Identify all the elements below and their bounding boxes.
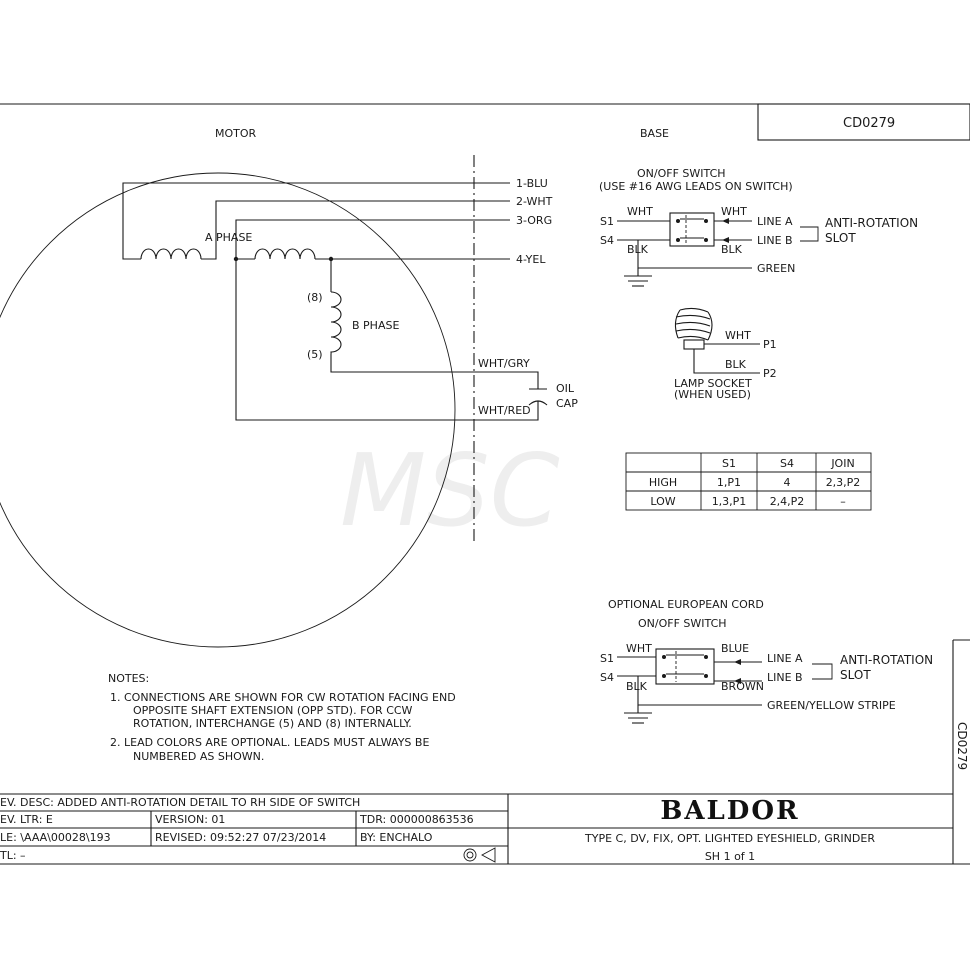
version: VERSION: 01 [155, 813, 225, 826]
watermark: MSC [340, 432, 560, 549]
table-cell: 1,3,P1 [712, 495, 747, 508]
notes-heading: NOTES: [108, 672, 149, 685]
switch-euro-brown: BROWN [721, 680, 764, 693]
lamp-p2: P2 [763, 367, 777, 380]
table-cell: – [840, 495, 846, 508]
title-field: TL: – [0, 849, 26, 862]
motor-heading: MOTOR [215, 127, 257, 140]
motor-outline [0, 172, 456, 648]
switch-euro-symbol [617, 648, 762, 724]
lead-4-label: 4-YEL [516, 253, 546, 266]
a-phase-winding [122, 182, 539, 421]
a-phase-label: A PHASE [205, 231, 252, 244]
drawing-frame [0, 103, 970, 864]
sheet-number: SH 1 of 1 [705, 850, 755, 863]
switch-euro-wht: WHT [626, 642, 652, 655]
switch-main-slot: SLOT [825, 231, 856, 245]
b-phase-winding [330, 259, 539, 385]
winding-8-label: (8) [307, 291, 323, 304]
lead-2-label: 2-WHT [516, 195, 553, 208]
switch-main-line-b: LINE B [757, 234, 793, 247]
switch-main-wht-right: WHT [721, 205, 747, 218]
switch-main-s1: S1 [600, 215, 614, 228]
wht-red-label: WHT/RED [478, 404, 531, 417]
revised-by: BY: ENCHALO [360, 831, 433, 844]
projection-symbol-icon [463, 847, 496, 863]
table-header-join: JOIN [830, 457, 854, 470]
switch-main-s4: S4 [600, 234, 614, 247]
switch-euro-s1: S1 [600, 652, 614, 665]
switch-main-bracket [800, 226, 819, 242]
lamp-socket-label: LAMP SOCKET [674, 377, 752, 390]
wht-gry-label: WHT/GRY [478, 357, 530, 370]
switch-euro-slot: SLOT [840, 668, 871, 682]
table-header-s1: S1 [722, 457, 736, 470]
note-2-line-2: NUMBERED AS SHOWN. [133, 750, 264, 763]
lamp-blk: BLK [725, 358, 747, 371]
connection-table [625, 452, 872, 511]
switch-euro-s4: S4 [600, 671, 614, 684]
switch-main-subtitle: (USE #16 AWG LEADS ON SWITCH) [599, 180, 793, 193]
switch-main-symbol [617, 212, 752, 287]
lamp-socket-symbol [674, 307, 760, 374]
switch-euro-bracket [812, 663, 833, 680]
note-1-line-3: ROTATION, INTERCHANGE (5) AND (8) INTERN… [133, 717, 412, 730]
drawing-number: CD0279 [843, 116, 895, 131]
oil-capacitor [528, 385, 548, 407]
note-2-line-1: 2. LEAD COLORS ARE OPTIONAL. LEADS MUST … [110, 736, 429, 749]
switch-main-blk-right: BLK [721, 243, 743, 256]
b-phase-label: B PHASE [352, 319, 399, 332]
switch-main-title: ON/OFF SWITCH [637, 167, 726, 180]
note-1-line-2: OPPOSITE SHAFT EXTENSION (OPP STD). FOR … [133, 704, 413, 717]
table-cell: 2,4,P2 [770, 495, 805, 508]
switch-euro-ground: GREEN/YELLOW STRIPE [767, 699, 896, 712]
switch-euro-anti-rotation: ANTI-ROTATION [840, 653, 933, 667]
rev-letter: EV. LTR: E [0, 813, 53, 826]
drawing-number-side: CD0279 [955, 722, 969, 770]
switch-euro-blue: BLUE [721, 642, 749, 655]
tdr: TDR: 000000863536 [359, 813, 474, 826]
table-cell: 2,3,P2 [826, 476, 861, 489]
title-block-grid [0, 793, 970, 865]
rev-desc: EV. DESC: ADDED ANTI-ROTATION DETAIL TO … [0, 796, 360, 809]
switch-main-wht-left: WHT [627, 205, 653, 218]
switch-euro-title: OPTIONAL EUROPEAN CORD [608, 598, 764, 611]
brand-logo: BALDOR [660, 796, 799, 826]
lamp-p1: P1 [763, 338, 777, 351]
base-heading: BASE [640, 127, 669, 140]
table-cell: HIGH [649, 476, 677, 489]
lead-1-label: 1-BLU [516, 177, 548, 190]
file-path: LE: \AAA\00028\193 [0, 831, 111, 844]
table-cell: 1,P1 [717, 476, 741, 489]
switch-euro-line-b: LINE B [767, 671, 803, 684]
table-cell: 4 [784, 476, 791, 489]
switch-euro-blk: BLK [626, 680, 648, 693]
switch-main-ground: GREEN [757, 262, 795, 275]
lamp-wht: WHT [725, 329, 751, 342]
oil-label: OIL [556, 382, 575, 395]
switch-main-blk-left: BLK [627, 243, 649, 256]
table-cell: LOW [650, 495, 675, 508]
cap-label: CAP [556, 397, 578, 410]
revised-date: REVISED: 09:52:27 07/23/2014 [155, 831, 326, 844]
lamp-when-used-label: (WHEN USED) [674, 388, 751, 401]
switch-euro-line-a: LINE A [767, 652, 803, 665]
switch-main-anti-rotation: ANTI-ROTATION [825, 216, 918, 230]
lead-3-label: 3-ORG [516, 214, 552, 227]
switch-euro-subtitle: ON/OFF SWITCH [638, 617, 727, 630]
note-1-line-1: 1. CONNECTIONS ARE SHOWN FOR CW ROTATION… [110, 691, 456, 704]
winding-5-label: (5) [307, 348, 323, 361]
switch-main-line-a: LINE A [757, 215, 793, 228]
table-header-s4: S4 [780, 457, 794, 470]
drawing-description: TYPE C, DV, FIX, OPT. LIGHTED EYESHIELD,… [584, 832, 875, 845]
